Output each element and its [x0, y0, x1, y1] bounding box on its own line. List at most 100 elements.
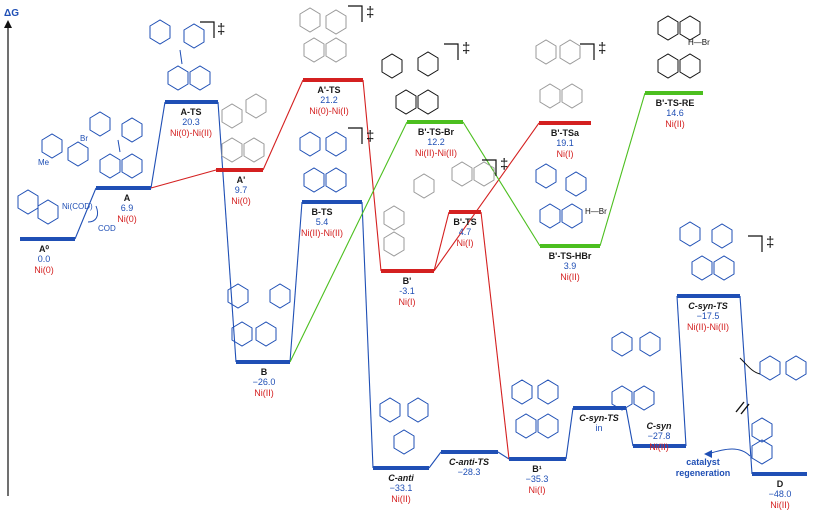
dagger-bptsa: ‡: [598, 40, 607, 57]
molecule-ats: [149, 19, 211, 91]
connector-csyntsin-csyn: [625, 407, 634, 447]
ts-bracket-bptsa: [580, 43, 595, 60]
h-br-label-bptshbr: H—Br: [585, 207, 607, 216]
level-name: B: [260, 367, 268, 377]
level-name: C-syn: [646, 421, 672, 431]
level-name: B'-TSa: [550, 128, 580, 138]
cod-label: COD: [98, 224, 116, 233]
level-name: C-syn-TS: [579, 413, 619, 423]
ts-bracket-bpts: [482, 159, 497, 176]
level-oxidation-state: Ni(0): [117, 213, 137, 224]
level-name: B': [402, 276, 412, 286]
molecule-csyn: [611, 331, 661, 411]
molecule-ap: [221, 93, 267, 163]
connector-bptsbr-bptshbr: [462, 121, 541, 247]
me-label-a0: Me: [38, 158, 50, 167]
level-energy: −17.5: [696, 311, 720, 322]
level-oxidation-state: Ni(0)-Ni(I): [309, 105, 349, 116]
dagger-bts: ‡: [366, 128, 375, 145]
molecule-bptsre: [657, 15, 701, 79]
level-energy: 0.0: [37, 254, 51, 265]
ts-bracket-ats: [200, 21, 215, 38]
connector-a-ats: [150, 101, 166, 189]
level-name: A: [123, 193, 131, 203]
level-oxidation-state: Ni(0): [231, 195, 251, 206]
dagger-bpts: ‡: [500, 156, 509, 173]
connector-b1-csyntsin: [565, 407, 574, 460]
connector-b-bptsbr: [289, 121, 408, 363]
ts-bracket-bptsbr: [444, 43, 459, 60]
ts-bracket-csynts: [748, 235, 763, 252]
molecule-b: [227, 283, 291, 347]
ts-bracket-apts: [348, 5, 363, 22]
molecule-bp: [383, 173, 435, 257]
level-oxidation-state: Ni(II): [770, 499, 790, 510]
connector-ats-b: [217, 101, 237, 363]
level-energy: in: [595, 423, 603, 434]
h-br-label-bptsre: H—Br: [688, 38, 710, 47]
cod-arrow: [87, 205, 99, 223]
level-energy: −26.0: [252, 377, 276, 388]
molecule-bptsa: [535, 39, 583, 109]
product-arrow: [739, 357, 761, 375]
level-energy: −48.0: [768, 489, 792, 500]
connector-bptshbr-bptsre: [599, 92, 646, 247]
level-name: B¹: [532, 464, 542, 474]
level-oxidation-state: Ni(I): [398, 296, 416, 307]
ni-cod-label: Ni(COD): [62, 202, 93, 211]
level-name: B-TS: [311, 207, 333, 217]
molecule-csynts: [679, 221, 735, 281]
connector-apts-bp: [362, 79, 382, 272]
level-name: A': [236, 175, 246, 185]
level-label-cantits: C-anti-TS−28.3: [449, 457, 489, 478]
dagger-apts: ‡: [366, 4, 375, 21]
level-energy: 9.7: [234, 185, 248, 196]
connector-bts-canti: [361, 201, 374, 469]
level-oxidation-state: Ni(II): [665, 118, 685, 129]
connector-bpts-b1: [480, 211, 510, 460]
dagger-csynts: ‡: [766, 234, 775, 251]
y-axis-arrow: [4, 20, 12, 28]
level-energy: 12.2: [427, 137, 445, 148]
level-name: C-anti-TS: [449, 457, 489, 467]
level-name: B'-TS-RE: [655, 98, 695, 108]
connector-b-bts: [289, 201, 303, 363]
level-oxidation-state: Ni(II)-Ni(II): [415, 147, 457, 158]
level-energy: −27.8: [647, 431, 671, 442]
level-energy: 21.2: [320, 95, 338, 106]
connector-bp-bptsa: [433, 122, 540, 272]
level-oxidation-state: Ni(0)-Ni(II): [170, 127, 212, 138]
connector-cantits-b1: [497, 451, 510, 460]
level-energy: 19.1: [556, 138, 574, 149]
level-energy: −33.1: [389, 483, 413, 494]
level-energy: −28.3: [457, 467, 481, 478]
molecule-bptsbr: [381, 51, 439, 115]
y-axis-label: ΔG: [4, 8, 19, 19]
molecule-a: [89, 111, 143, 179]
molecule-d: [751, 417, 773, 465]
level-oxidation-state: Ni(II): [649, 441, 669, 452]
level-oxidation-state: Ni(I): [528, 484, 546, 495]
level-energy: -3.1: [399, 286, 415, 297]
connector-csynts-d: [739, 295, 753, 475]
level-name: B'-TS: [453, 217, 477, 227]
dagger-ats: ‡: [217, 21, 226, 38]
molecule-carbazole: [759, 355, 807, 381]
dagger-bptsbr: ‡: [462, 40, 471, 57]
level-energy: 20.3: [182, 117, 200, 128]
